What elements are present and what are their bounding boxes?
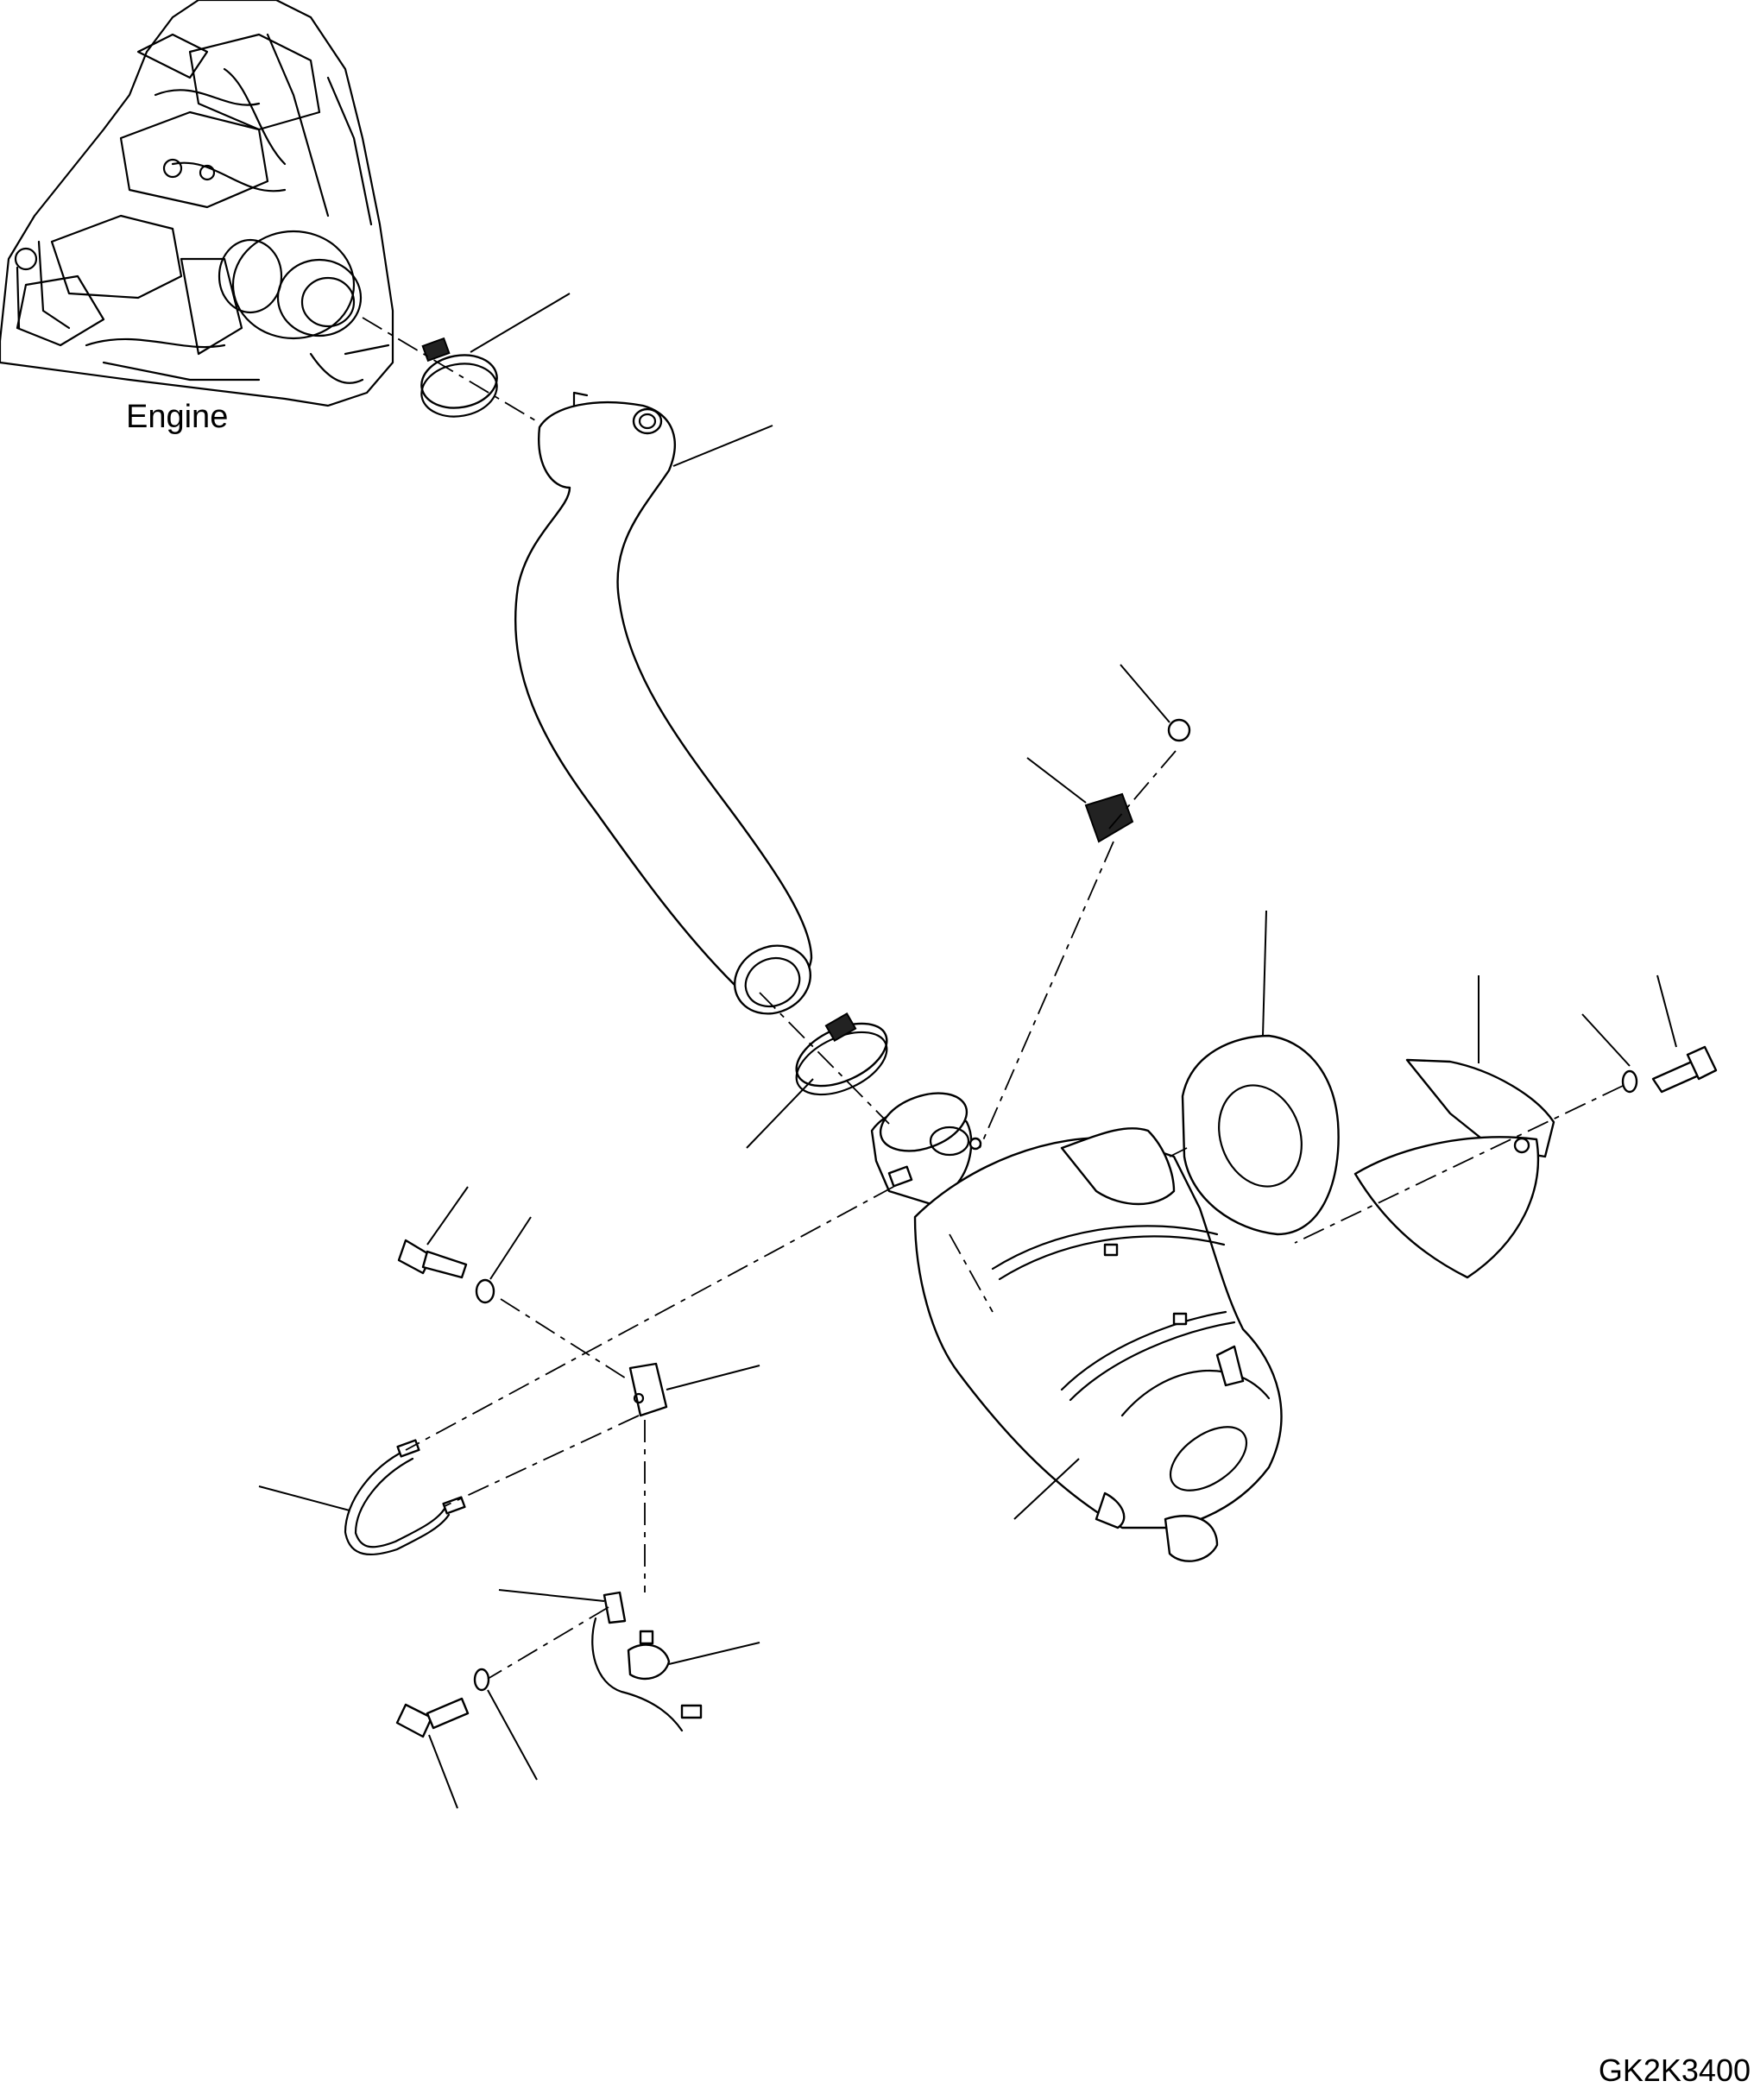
air-cleaner [870, 1092, 1283, 1562]
intake-hose [514, 391, 813, 1015]
hose-clamp-upper [420, 293, 571, 418]
mounting-bracket [1353, 975, 1555, 1279]
engine-label: Engine [126, 399, 229, 435]
pressure-sensor [1026, 664, 1191, 843]
assembly-centerlines [362, 317, 1624, 1680]
bolt-washer-top-right [1581, 974, 1718, 1094]
engine-illustration [0, 0, 394, 407]
bolt-washer-left [397, 1186, 532, 1304]
indicator-tube [258, 1439, 466, 1556]
clip-bracket [628, 1362, 760, 1417]
outlet-seal [1181, 910, 1340, 1236]
vacuum-indicator [498, 1589, 760, 1732]
bolt-washer-lower [395, 1668, 538, 1809]
drawing-code: GK2K3400 [1598, 2053, 1751, 2088]
